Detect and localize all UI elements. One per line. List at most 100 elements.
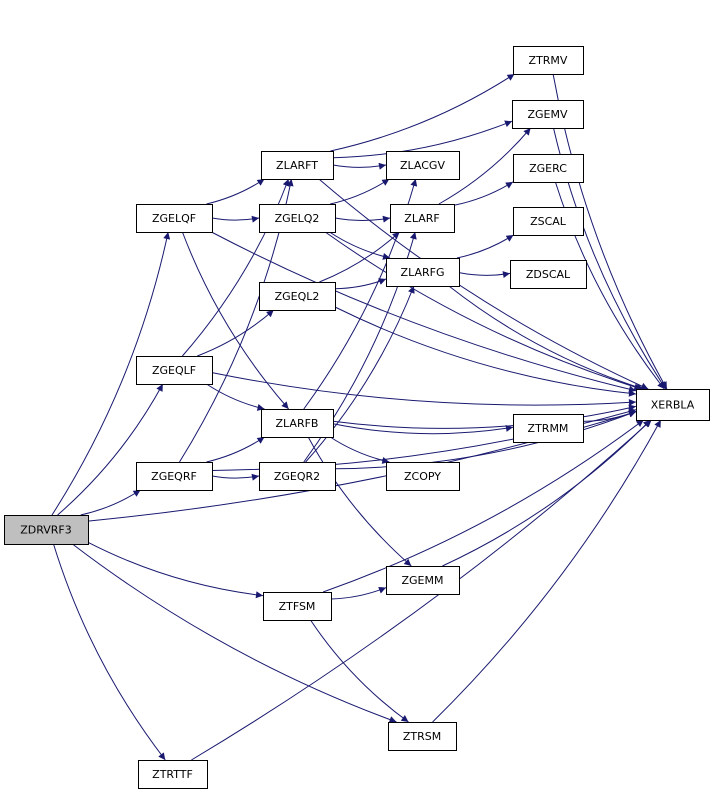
edge-zgelqf-to-zlarft: [206, 178, 265, 205]
node-box: [513, 414, 584, 443]
edge-zdrvrf3-to-ztfsm: [87, 541, 264, 599]
node-box: [386, 151, 460, 180]
edge-zgeqr2-to-xerbla: [334, 410, 637, 470]
edges-layer: [51, 73, 668, 761]
node-label: ZLACGV: [400, 159, 445, 172]
edge-zgemm-to-xerbla: [442, 419, 651, 567]
node-zgerc[interactable]: ZGERC: [513, 154, 584, 183]
nodes-layer: ZDRVRF3 ZGELQF ZGEQLF ZGEQRF ZTRTTF ZLARFT ZGE…: [4, 46, 710, 789]
edge-zdrvrf3-to-zgeqlf: [57, 383, 164, 516]
edge-zgeqrf-to-zgeqr2: [211, 473, 260, 481]
node-label: ZGEQL2: [275, 290, 320, 303]
node-ztrmm[interactable]: ZTRMM: [513, 414, 584, 443]
node-label: ZGELQF: [152, 212, 196, 225]
edge-zgeqlf-to-zgeql2: [197, 309, 275, 357]
node-label: ZTRTTF: [152, 768, 193, 781]
node-label: ZTFSM: [279, 600, 316, 613]
node-label: ZTRMV: [529, 54, 568, 67]
edge-zgeql2-to-zlarfg: [334, 278, 387, 290]
edge-zdrvrf3-to-zgelqf: [51, 231, 171, 516]
node-zgeqlf[interactable]: ZGEQLF: [136, 356, 213, 385]
node-label: ZLARFT: [276, 159, 318, 172]
edge-ztfsm-to-zgemm: [330, 586, 387, 600]
node-zgeqr2[interactable]: ZGEQR2: [259, 462, 336, 491]
node-zlarfb[interactable]: ZLARFB: [261, 409, 334, 438]
node-label: ZGERC: [529, 162, 567, 175]
edge-ztfsm-to-xerbla: [322, 419, 644, 593]
node-zscal[interactable]: ZSCAL: [513, 207, 584, 236]
node-label: ZTRSM: [403, 730, 441, 743]
node-ztrsm[interactable]: ZTRSM: [388, 722, 457, 751]
node-zgelqf[interactable]: ZGELQF: [136, 204, 213, 233]
edge-zgelq2-to-xerbla: [324, 231, 642, 391]
edge-zlarft-to-zlacgv: [332, 162, 387, 170]
node-label: ZLARF: [404, 212, 439, 225]
edge-zgelqf-to-zgelq2: [211, 215, 260, 223]
node-zgemv[interactable]: ZGEMV: [512, 100, 584, 129]
edge-zgelqf-to-zlarfb: [181, 231, 289, 410]
edge-ztrsm-to-xerbla: [432, 419, 662, 723]
node-box: [512, 100, 584, 129]
edge-zlarfb-to-zcopy: [329, 436, 390, 464]
edge-zlarfg-to-zdscal: [458, 271, 511, 278]
edge-zgeqr2-to-zlarfg: [305, 285, 415, 463]
node-label: ZDRVRF3: [20, 524, 72, 537]
node-box: [263, 592, 332, 621]
node-label: ZGEQLF: [152, 364, 196, 377]
edge-zlarf-to-zgemv: [438, 127, 531, 205]
node-ztfsm[interactable]: ZTFSM: [263, 592, 332, 621]
edge-zgelq2-to-zlarfg: [329, 231, 391, 260]
node-zdscal[interactable]: ZDSCAL: [510, 260, 587, 289]
node-box: [259, 462, 336, 491]
node-label: ZCOPY: [404, 470, 441, 483]
node-label: ZTRMM: [528, 422, 569, 435]
node-box: [386, 258, 460, 287]
node-zgeqrf[interactable]: ZGEQRF: [136, 462, 213, 491]
node-box: [261, 409, 334, 438]
node-zcopy[interactable]: ZCOPY: [386, 462, 460, 491]
edge-ztfsm-to-ztrsm: [310, 619, 409, 723]
node-box: [513, 46, 584, 75]
edge-zlarfb-to-zgemm: [307, 436, 412, 567]
edge-zlarft-to-zgemv: [332, 120, 513, 159]
node-ztrmv[interactable]: ZTRMV: [513, 46, 584, 75]
edge-zlarfg-to-xerbla: [448, 285, 644, 391]
node-box: [510, 260, 587, 289]
node-label: ZLARFB: [276, 417, 319, 430]
node-box: [261, 151, 334, 180]
node-zgelq2[interactable]: ZGELQ2: [259, 204, 336, 233]
edge-zdrvrf3-to-ztrttf: [53, 543, 166, 761]
node-zlarft[interactable]: ZLARFT: [261, 151, 334, 180]
edge-zlarf-to-zgerc: [453, 181, 514, 206]
edge-zgeqlf-to-xerbla: [211, 372, 637, 406]
edge-zgelq2-to-zlacgv: [330, 178, 390, 205]
node-zdrvrf3[interactable]: ZDRVRF3: [4, 515, 89, 545]
node-zgeql2[interactable]: ZGEQL2: [259, 282, 336, 311]
edge-ztrmm-to-xerbla: [582, 410, 637, 422]
node-zlarfg[interactable]: ZLARFG: [386, 258, 460, 287]
node-box: [259, 282, 336, 311]
edge-zdrvrf3-to-ztrsm: [72, 543, 397, 723]
node-ztrttf[interactable]: ZTRTTF: [138, 760, 208, 789]
node-box: [138, 760, 208, 789]
edge-zgeqlf-to-zlarft: [182, 178, 290, 357]
edge-zlarfg-to-zscal: [456, 234, 514, 259]
node-box: [136, 356, 213, 385]
node-label: ZGEQRF: [151, 470, 197, 483]
node-xerbla[interactable]: XERBLA: [636, 389, 710, 421]
edge-zgelq2-to-zlarf: [334, 215, 391, 223]
edge-zlarfb-to-ztrmm: [332, 423, 514, 435]
node-zlarf[interactable]: ZLARF: [390, 204, 455, 233]
edge-zgelqf-to-xerbla: [211, 231, 637, 393]
node-label: ZGEMM: [402, 574, 444, 587]
node-zlacgv[interactable]: ZLACGV: [386, 151, 460, 180]
node-box: [4, 515, 89, 545]
node-box: [513, 207, 584, 236]
node-box: [136, 204, 213, 233]
edge-zgeql2-to-xerbla: [334, 306, 637, 397]
edge-zgeqlf-to-zlarfb: [206, 383, 265, 411]
node-label: XERBLA: [651, 399, 695, 412]
node-box: [386, 462, 460, 491]
node-zgemm[interactable]: ZGEMM: [386, 566, 460, 595]
